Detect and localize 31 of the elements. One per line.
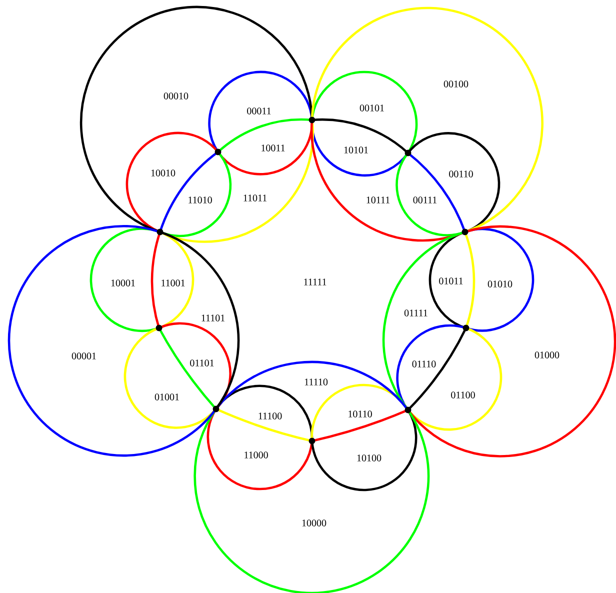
region-label: 10110 xyxy=(348,410,372,418)
region-label: 10100 xyxy=(357,454,382,462)
region-label: 11110 xyxy=(304,378,328,386)
region-label: 11101 xyxy=(202,314,225,322)
region-label: 10001 xyxy=(111,280,135,286)
region-label: 10111 xyxy=(366,196,390,204)
region-label: 00010 xyxy=(164,92,188,100)
region-label: 11010 xyxy=(188,196,212,204)
region-label: 00011 xyxy=(247,108,271,114)
region-label: 01000 xyxy=(534,352,560,358)
region-label: 11001 xyxy=(162,280,185,286)
region-label: 10010 xyxy=(151,170,176,176)
region-label: 01011 xyxy=(439,278,463,284)
region-label: 00001 xyxy=(72,352,96,360)
region-label: 00101 xyxy=(360,104,384,112)
region-label: 01111 xyxy=(404,310,428,316)
region-label: 10101 xyxy=(344,146,368,154)
region-label: 00100 xyxy=(444,80,468,88)
region-label: 10000 xyxy=(302,520,326,526)
region-label: 01110 xyxy=(412,360,436,368)
region-label: 10011 xyxy=(262,144,285,152)
region-label: 11111 xyxy=(304,278,326,286)
region-label: 00110 xyxy=(449,170,473,178)
region-label: 01001 xyxy=(154,394,179,400)
region-label: 00111 xyxy=(413,196,437,204)
region-label: 01010 xyxy=(488,280,512,288)
region-label: 11011 xyxy=(244,194,267,202)
region-label: 01100 xyxy=(451,392,475,398)
region-label: 11100 xyxy=(258,412,282,420)
region-label: 01101 xyxy=(190,360,214,366)
region-label: 11000 xyxy=(244,452,268,458)
